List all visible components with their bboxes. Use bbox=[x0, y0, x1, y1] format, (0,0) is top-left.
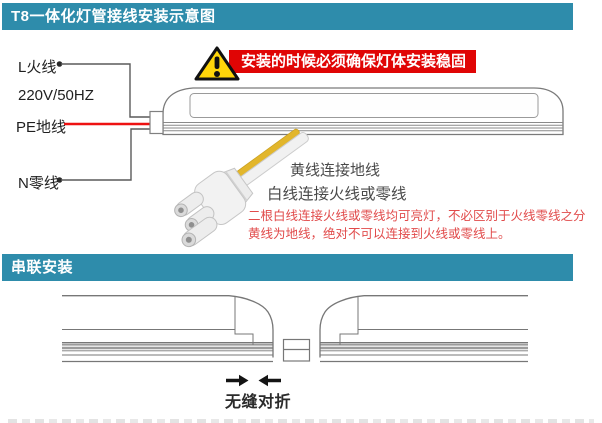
label-live-wire: L火线 bbox=[18, 59, 57, 76]
label-neutral-wire: N零线 bbox=[18, 175, 59, 192]
cropped-text-strip bbox=[8, 419, 594, 423]
series-diagram bbox=[62, 295, 528, 387]
plug-pins bbox=[174, 191, 218, 248]
lamp-end-connector bbox=[149, 110, 164, 135]
note-white-wire: 白线连接火线或零线 bbox=[267, 186, 407, 203]
live-wire-dot bbox=[56, 61, 63, 67]
section2-title: 串联安装 bbox=[11, 259, 74, 276]
caution-line1: 二根白线连接火线或零线均可亮灯，不必区别于火线零线之分 bbox=[248, 209, 586, 223]
lamp-tube-diagram bbox=[149, 87, 564, 136]
neutral-wire bbox=[61, 128, 151, 181]
live-wire bbox=[61, 63, 151, 118]
neutral-wire-dot bbox=[56, 177, 63, 183]
warning-text: 安装的时候必须确保灯体安装稳固 bbox=[241, 53, 467, 70]
wiring-diagram bbox=[56, 61, 151, 183]
note-yellow-wire: 黄线连接地线 bbox=[290, 162, 381, 179]
caution-text: 二根白线连接火线或零线均可亮灯，不必区别于火线零线之分 黄线为地线，绝对不可以连… bbox=[248, 207, 586, 243]
warning-triangle-icon bbox=[194, 46, 240, 81]
section1-header: T8一体化灯管接线安装示意图 bbox=[2, 3, 573, 30]
warning-banner: 安装的时候必须确保灯体安装稳固 bbox=[229, 50, 477, 73]
seam-caption: 无缝对折 bbox=[225, 394, 292, 411]
power-plug-photo bbox=[174, 128, 309, 248]
lamp-fins bbox=[163, 122, 563, 132]
label-voltage: 220V/50HZ bbox=[18, 87, 94, 104]
lamp-diffuser bbox=[189, 93, 539, 118]
caution-line2: 黄线为地线，绝对不可以连接到火线或零线上。 bbox=[248, 227, 511, 241]
push-arrows-icon bbox=[226, 374, 281, 387]
label-ground-wire: PE地线 bbox=[16, 119, 67, 136]
joint-connector bbox=[282, 338, 311, 362]
section1-title: T8一体化灯管接线安装示意图 bbox=[11, 8, 216, 25]
section2-header: 串联安装 bbox=[2, 254, 573, 281]
